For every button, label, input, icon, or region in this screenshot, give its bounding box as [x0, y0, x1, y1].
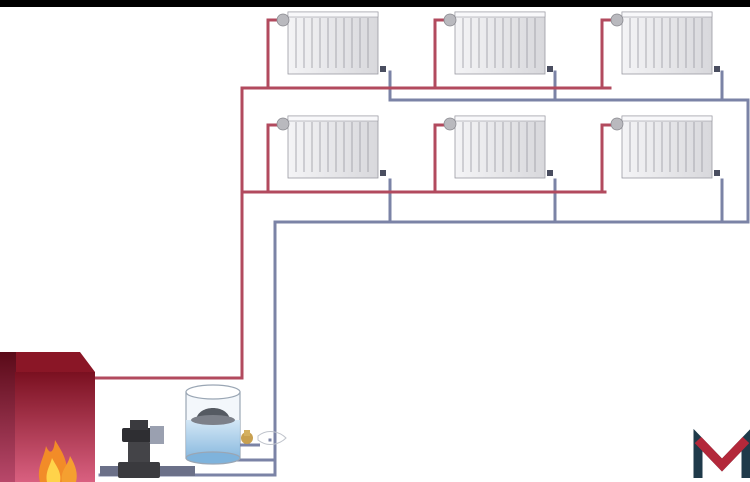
- return-valve: [380, 170, 386, 176]
- m-logo-icon: [693, 428, 750, 478]
- return-valve: [547, 170, 553, 176]
- radiator: [443, 11, 553, 75]
- radiator: [276, 115, 386, 179]
- thermostatic-valve: [276, 13, 290, 27]
- radiator: [610, 115, 720, 179]
- circulation-pump: [100, 420, 195, 478]
- thermostatic-valve: [610, 117, 624, 131]
- thermostatic-valve: [276, 117, 290, 131]
- return-valve: [714, 66, 720, 72]
- thermostatic-valve: [443, 13, 457, 27]
- return-valve: [714, 170, 720, 176]
- thermostatic-valve: [443, 117, 457, 131]
- return-valve: [380, 66, 386, 72]
- radiator: [276, 11, 386, 75]
- flame-icon: [38, 440, 77, 482]
- radiator: [610, 11, 720, 75]
- boiler: [0, 352, 95, 482]
- radiator: [443, 115, 553, 179]
- expansion-tank: [185, 384, 241, 465]
- top-black-bar: [0, 0, 750, 7]
- return-valve: [547, 66, 553, 72]
- thermostatic-valve: [610, 13, 624, 27]
- radiators-group: [276, 11, 720, 179]
- safety-valve: [240, 430, 287, 447]
